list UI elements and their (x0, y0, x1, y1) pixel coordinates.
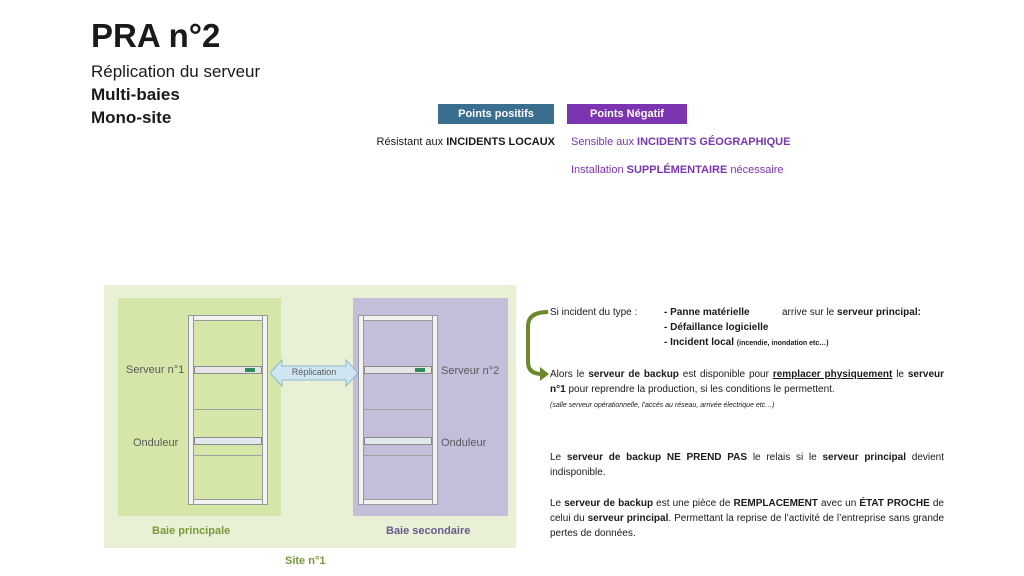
page-title: PRA n°2 (91, 17, 221, 54)
server-unit (194, 366, 262, 374)
ups-left-label: Onduleur (133, 437, 179, 449)
positive-row: Résistant aux INCIDENTS LOCAUX (376, 136, 555, 148)
subtitle-multi-baies: Multi-baies (91, 85, 180, 104)
replacement-paragraph: Le serveur de backup est une pièce de RE… (550, 498, 945, 539)
negative-header: Points Négatif (567, 104, 687, 124)
incident-item: - Panne matérielle (664, 307, 750, 318)
subtitle-replication: Réplication du serveur (91, 62, 261, 81)
conditions-note: (salle serveur opérationnelle, l’accès a… (550, 402, 775, 409)
server1-label: Serveur n°1 (126, 364, 185, 376)
ups-unit (194, 437, 262, 445)
ups-unit (364, 437, 432, 445)
incident-item: - Incident local (incendie, inondation e… (664, 337, 829, 348)
primary-rack (188, 315, 268, 505)
primary-rack-area (118, 298, 281, 516)
primary-rack-label: Baie principale (152, 525, 231, 537)
ups-right-label: Onduleur (441, 437, 487, 449)
server-unit (364, 366, 432, 374)
then-paragraph: Alors le serveur de backup est disponibl… (550, 369, 945, 395)
secondary-rack-label: Baie secondaire (386, 525, 471, 537)
negative-row: Installation SUPPLÉMENTAIRE nécessaire (571, 164, 784, 176)
positive-header: Points positifs (438, 104, 554, 124)
server2-label: Serveur n°2 (441, 365, 500, 377)
subtitle-mono-site: Mono-site (91, 108, 172, 127)
curved-arrow-icon (526, 310, 549, 381)
site-label: Site n°1 (285, 555, 326, 567)
incident-prefix: Si incident du type : (550, 307, 638, 318)
incident-item: - Défaillance logicielle (664, 322, 769, 333)
secondary-rack (358, 315, 438, 505)
replication-arrow-icon (270, 358, 358, 388)
secondary-rack-area (353, 298, 508, 516)
negative-row: Sensible aux INCIDENTS GÉOGRAPHIQUE (571, 136, 791, 148)
backup-paragraph: Le serveur de backup NE PREND PAS le rel… (550, 452, 944, 478)
incident-target: arrive sur le serveur principal: (782, 307, 921, 318)
replication-label: Réplication (291, 367, 337, 377)
